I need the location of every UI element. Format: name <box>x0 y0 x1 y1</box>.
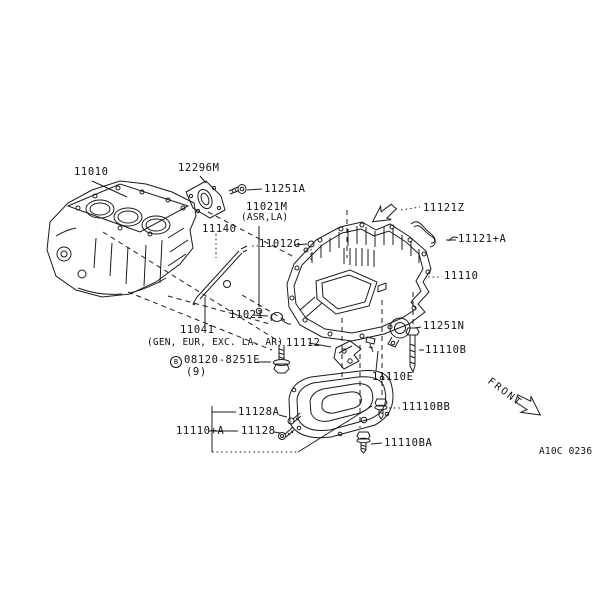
dotted-leaders <box>212 206 442 453</box>
lower-oil-pan-drawing <box>288 370 394 439</box>
bolt-11251A-drawing <box>228 184 247 195</box>
bolt-symbol-icon: B <box>170 356 182 368</box>
leader-lines <box>91 175 456 453</box>
part-label-11041: 11041 <box>180 324 215 336</box>
part-label-08120-qty: (9) <box>186 366 207 378</box>
part-label-11112: 11112 <box>286 337 321 349</box>
pan-bolts-drawing <box>356 398 388 454</box>
part-label-11021M-note: (ASR,LA) <box>241 212 289 223</box>
cylinder-block-drawing <box>46 180 197 298</box>
part-label-11110B: 11110B <box>425 344 467 356</box>
rear-plate-drawing <box>185 180 226 219</box>
small-screws-drawing <box>278 412 302 440</box>
part-label-11140: 11140 <box>202 223 237 235</box>
part-label-11251N: 11251N <box>423 320 465 332</box>
part-label-11110E: 11110E <box>372 371 414 383</box>
front-arrow-icon <box>514 394 542 416</box>
taper-plug-drawing <box>255 240 315 325</box>
part-label-11251A: 11251A <box>264 183 306 195</box>
part-label-11128A: 11128A <box>238 406 280 418</box>
part-label-11121Z: 11121Z <box>423 202 465 214</box>
upper-oil-pan-drawing <box>286 221 432 342</box>
bracket-drawing <box>333 336 376 370</box>
part-label-12296M: 12296M <box>178 162 220 174</box>
hex-bolt-drawing <box>273 345 290 374</box>
dashed-lines <box>102 210 414 428</box>
part-label-11041-note: (GEN, EUR, EXC. LA. AR) <box>147 337 284 348</box>
clip-tube-drawing <box>410 221 459 248</box>
part-label-11110BB: 11110BB <box>402 401 451 413</box>
part-label-11128: 11128 <box>241 425 276 437</box>
part-label-11012G: 11012G <box>259 238 301 250</box>
part-label-11110BA: 11110BA <box>384 437 433 449</box>
part-label-08120-text: 08120-8251E <box>184 354 261 366</box>
part-label-11010: 11010 <box>74 166 109 178</box>
part-label-11110: 11110 <box>444 270 479 282</box>
part-label-11021M: 11021M <box>246 201 288 213</box>
oil-gauge-tube-drawing <box>192 245 248 306</box>
long-bolt-drawing <box>405 327 420 374</box>
part-label-11021: 11021 <box>229 309 264 321</box>
part-label-11121-A: 11121+A <box>458 233 507 245</box>
drain-direction-arrow-icon <box>371 203 398 223</box>
part-label-11110-A: 11110+A <box>176 425 225 437</box>
drawing-code: A10C 0236 <box>539 446 593 457</box>
